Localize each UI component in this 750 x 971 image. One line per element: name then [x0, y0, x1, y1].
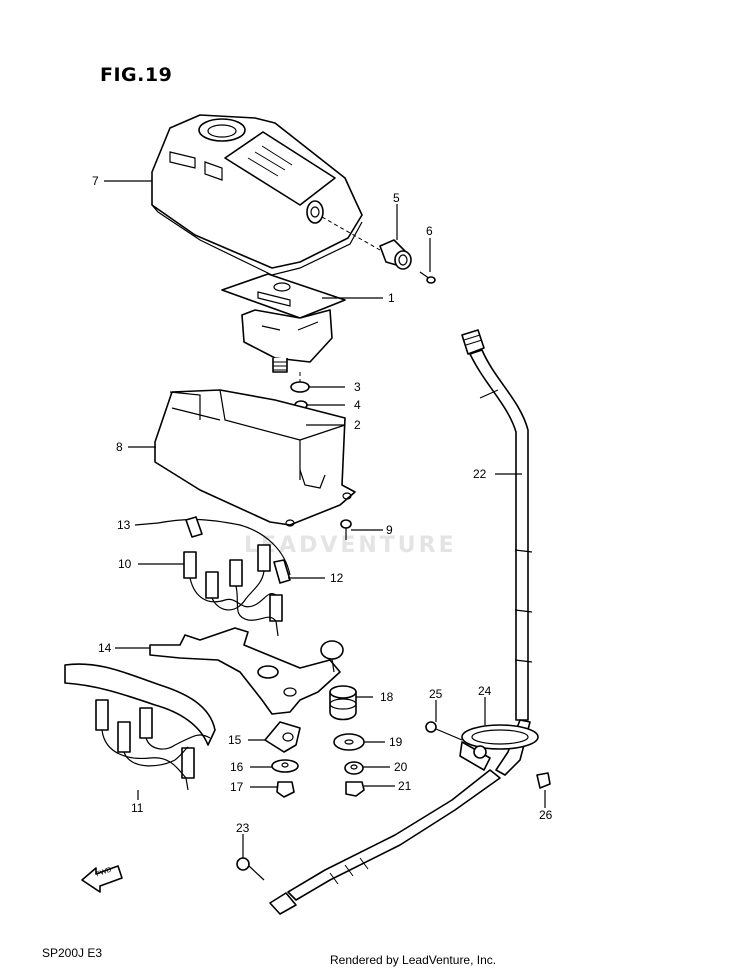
callout-14: 14: [98, 641, 112, 655]
callout-17: 17: [230, 780, 244, 794]
callout-9: 9: [386, 523, 393, 537]
part-meter-cover: [151, 114, 363, 276]
part-washer-16: [271, 759, 299, 773]
callout-13: 13: [117, 518, 131, 532]
callout-8: 8: [116, 440, 123, 454]
callout-3: 3: [354, 380, 361, 394]
callout-26: 26: [539, 808, 553, 822]
part-bulb-sockets: [183, 544, 291, 637]
part-meter-assembly: [221, 273, 346, 373]
part-meter-case: [154, 389, 356, 527]
callout-18: 18: [380, 690, 394, 704]
callout-25: 25: [429, 687, 443, 701]
part-clamp-15: [264, 721, 301, 753]
part-washer-19: [333, 733, 365, 751]
part-cushion-3: [290, 372, 310, 393]
part-lower-cable: [269, 769, 501, 915]
callout-16: 16: [230, 760, 244, 774]
callout-2: 2: [354, 418, 361, 432]
part-washer-20: [344, 761, 364, 775]
part-speedometer-cable: [461, 329, 533, 776]
callout-11: 11: [131, 801, 144, 815]
part-nut-21: [345, 781, 365, 797]
part-nut-17: [276, 781, 295, 798]
callout-4: 4: [354, 398, 361, 412]
watermark: LEADVENTURE: [244, 533, 457, 558]
leader-lines: [104, 180, 546, 858]
part-nut-26: [536, 772, 551, 789]
part-knob-screw: [419, 271, 436, 284]
callout-6: 6: [426, 224, 433, 238]
part-bulb-13: [157, 516, 291, 576]
part-grommet-18: [329, 685, 357, 721]
part-trip-knob: [321, 216, 412, 270]
part-wiring-harness: [64, 663, 216, 791]
callout-1: 1: [388, 291, 395, 305]
render-credit: Rendered by LeadVenture, Inc.: [330, 953, 497, 967]
callout-21: 21: [398, 779, 412, 793]
part-bolt-25: [425, 721, 463, 741]
figure-title: FIG.19: [100, 64, 173, 86]
part-bolt-23: [236, 857, 265, 881]
part-bracket-plate: [149, 627, 344, 715]
callout-24: 24: [478, 684, 492, 698]
callout-22: 22: [473, 467, 487, 481]
callout-12: 12: [330, 571, 344, 585]
callout-15: 15: [228, 733, 242, 747]
fwd-arrow-icon: [81, 865, 123, 893]
callout-23: 23: [236, 821, 250, 835]
part-screw-9: [340, 519, 352, 540]
callout-10: 10: [118, 557, 132, 571]
callout-20: 20: [394, 760, 408, 774]
callout-7: 7: [92, 174, 99, 188]
part-cable-clamp-24: [459, 724, 539, 771]
callout-5: 5: [393, 191, 400, 205]
callout-19: 19: [389, 735, 403, 749]
model-code: SP200J E3: [42, 946, 103, 960]
